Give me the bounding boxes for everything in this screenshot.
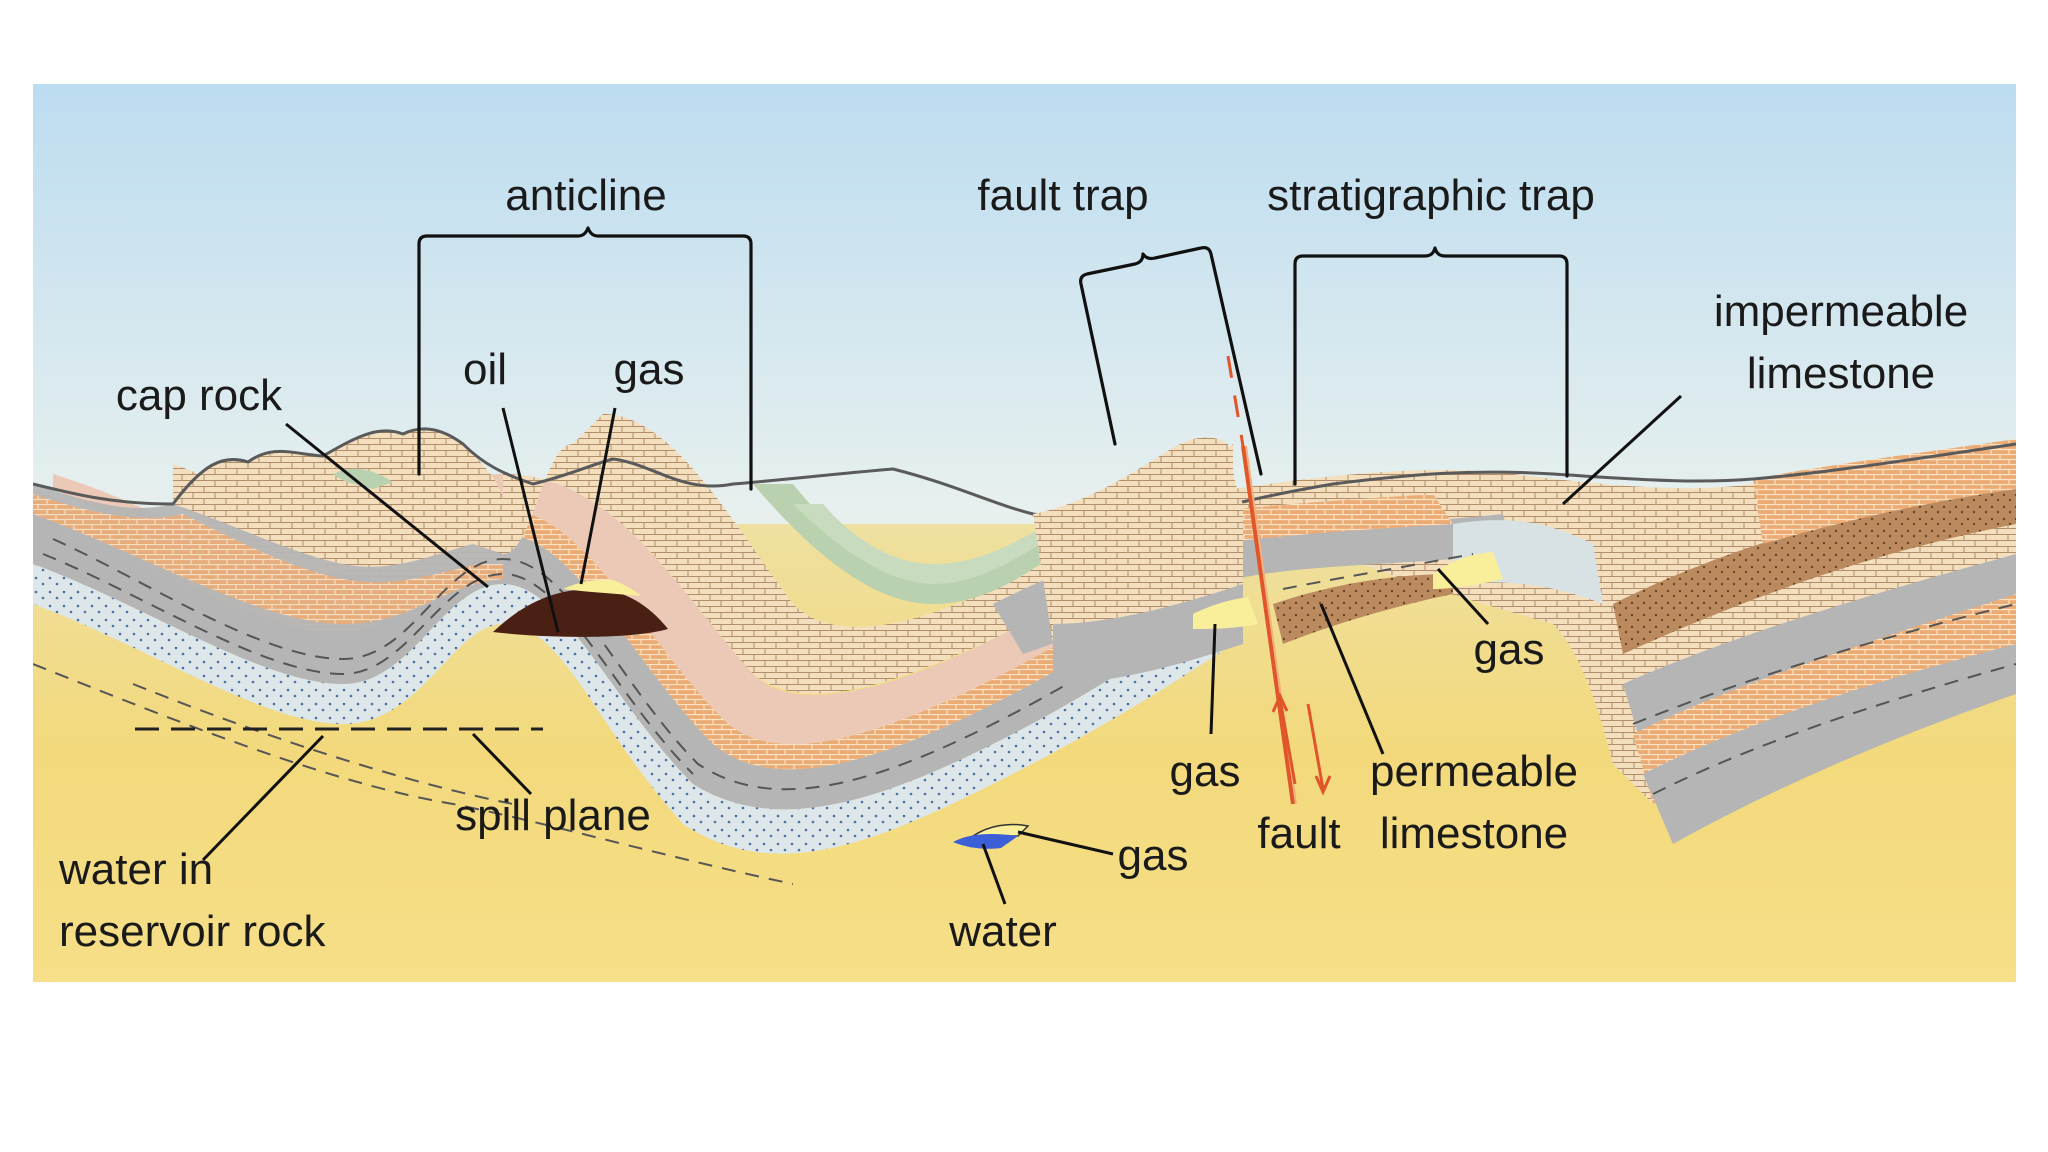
leader-water xyxy=(981,843,1007,905)
stratigraphic-wedge xyxy=(1453,520,1603,604)
tan-limestone-layer xyxy=(173,414,1233,694)
green-syncline-layer-2 xyxy=(793,504,1073,584)
label-impermeable-1: impermeable xyxy=(1714,287,1968,336)
fault-block-gray xyxy=(1053,584,1243,684)
stratigraphic-gas-pocket xyxy=(1433,552,1503,589)
stratigraphic-trap-bracket[interactable] xyxy=(1293,246,1569,486)
fault-gas-pocket xyxy=(1193,597,1258,629)
fault-block xyxy=(1033,437,1243,644)
label-gas-stratigraphic: gas xyxy=(1474,625,1545,674)
leader-gas-strat xyxy=(1436,567,1490,626)
label-cap-rock: cap rock xyxy=(116,371,283,420)
labels: anticline fault trap stratigraphic trap … xyxy=(58,171,1968,956)
bottom-water-pocket xyxy=(953,834,1018,849)
label-oil: oil xyxy=(463,345,507,394)
bottom-gas-pocket xyxy=(970,823,1030,837)
right-strata-brown xyxy=(1613,484,2016,654)
oil-pocket xyxy=(493,589,668,637)
gray-shale-lower xyxy=(33,514,1233,810)
label-water: water xyxy=(948,907,1057,956)
right-strata-gray-2 xyxy=(1643,644,2016,844)
leader-impermeable xyxy=(1561,394,1683,506)
label-permeable-1: permeable xyxy=(1370,747,1578,796)
label-gas-anticline: gas xyxy=(614,345,685,394)
leader-gas-bottom xyxy=(1017,830,1114,856)
geology-cross-section: anticline fault trap stratigraphic trap … xyxy=(33,84,2016,982)
anticline-bracket[interactable] xyxy=(417,226,753,491)
label-stratigraphic-trap: stratigraphic trap xyxy=(1267,171,1595,220)
fault-up-arrow xyxy=(1271,692,1297,785)
fault-down-arrow xyxy=(1306,703,1332,796)
leader-gas-anticline xyxy=(579,407,617,585)
leader-gas-fault xyxy=(1209,623,1217,735)
fault-dashed-extension xyxy=(1226,355,1245,447)
label-permeable-2: limestone xyxy=(1380,809,1568,858)
permeable-limestone-layer xyxy=(1273,574,1453,644)
strata-dash-lines xyxy=(33,538,2016,885)
middle-gray-shale xyxy=(993,514,1513,654)
label-anticline: anticline xyxy=(505,171,666,220)
leader-water-reservoir xyxy=(201,734,325,862)
reservoir-sand-layer xyxy=(33,564,1233,854)
fault-line xyxy=(1241,445,1295,805)
label-fault: fault xyxy=(1257,809,1340,858)
label-fault-trap: fault trap xyxy=(977,171,1148,220)
label-gas-bottom: gas xyxy=(1118,831,1189,880)
leader-spill-plane xyxy=(471,732,533,796)
green-syncline-layer xyxy=(753,484,1103,604)
leader-permeable xyxy=(1319,603,1385,755)
leader-lines xyxy=(201,394,1683,905)
orange-brick-surface-left xyxy=(33,494,503,624)
fault-trap-bracket[interactable] xyxy=(1079,246,1263,476)
right-strata-orange-top xyxy=(1753,439,2016,544)
leader-oil xyxy=(501,407,560,633)
label-spill-plane: spill plane xyxy=(455,791,651,840)
ground-surface-line xyxy=(33,427,2016,520)
label-impermeable-2: limestone xyxy=(1747,349,1935,398)
label-water-in: water in xyxy=(58,845,213,894)
fault-line-group xyxy=(1226,355,1332,805)
leader-cap-rock xyxy=(285,422,489,589)
label-gas-fault: gas xyxy=(1170,747,1241,796)
label-reservoir-rock: reservoir rock xyxy=(59,907,326,956)
